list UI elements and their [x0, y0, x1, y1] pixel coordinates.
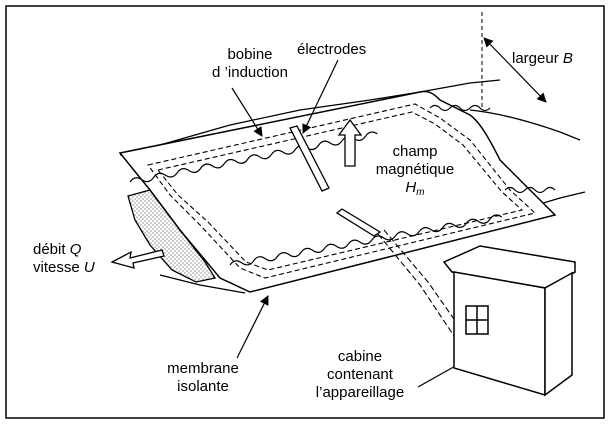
label-cabine-line2: contenant: [327, 366, 393, 383]
electrodes-leader-arrow: [302, 59, 339, 134]
label-champ-line2: magnétique: [375, 161, 455, 178]
water-surface-top: [129, 131, 378, 183]
label-largeur-text: largeur: [512, 50, 563, 67]
label-electrodes: électrodes: [297, 41, 367, 58]
label-membrane-line1: membrane: [167, 360, 239, 377]
water-surface-right-lower: [504, 186, 556, 194]
label-membrane-line2: isolante: [177, 378, 229, 395]
equipment-cabin: [442, 245, 576, 397]
label-debit-text: débit: [33, 241, 70, 258]
width-dimension-arrow: [483, 37, 547, 103]
label-vitesse-text: vitesse: [33, 259, 84, 276]
label-champ-line1: champ: [392, 143, 438, 160]
label-champ-symbol: H: [405, 179, 417, 196]
flow-arrow: [110, 249, 165, 269]
label-champ-subscript: m: [416, 187, 425, 198]
membrane-leader-arrow: [236, 295, 269, 359]
label-champ: champ magnétique Hm: [360, 143, 470, 202]
label-largeur-symbol: B: [562, 50, 573, 67]
label-cabine: cabine contenant l’appareillage: [300, 348, 420, 402]
water-surface-right: [429, 104, 491, 112]
label-cabine-line1: cabine: [337, 348, 383, 365]
electrode-upper: [289, 125, 330, 192]
bobine-leader-arrow: [231, 87, 263, 137]
induction-coil-outer: [147, 103, 537, 279]
water-surface-bottom: [229, 214, 503, 266]
label-debit-line: débit Q: [33, 241, 95, 259]
label-debit-symbol: Q: [69, 241, 82, 258]
label-cabine-line3: l’appareillage: [315, 384, 405, 401]
label-membrane: membrane isolante: [158, 360, 248, 396]
label-vitesse-symbol: U: [83, 259, 95, 276]
label-debit: débit Q vitesse U: [33, 241, 95, 277]
label-bobine-line1: bobine: [227, 46, 273, 63]
cable-line-1: [377, 233, 463, 349]
border-frame: [5, 5, 605, 419]
induction-coil-inner: [157, 111, 524, 271]
cable-line-2: [383, 229, 471, 343]
label-bobine: bobine d ’induction: [205, 46, 295, 82]
electrode-lower: [335, 208, 382, 237]
label-bobine-line2: d ’induction: [212, 64, 288, 81]
membrane-sheet: [118, 90, 557, 293]
magnetic-field-arrow: [337, 118, 363, 167]
label-champ-symbol-wrap: Hm: [360, 179, 470, 202]
label-vitesse-line: vitesse U: [33, 259, 95, 277]
label-largeur: largeur B: [512, 50, 573, 68]
